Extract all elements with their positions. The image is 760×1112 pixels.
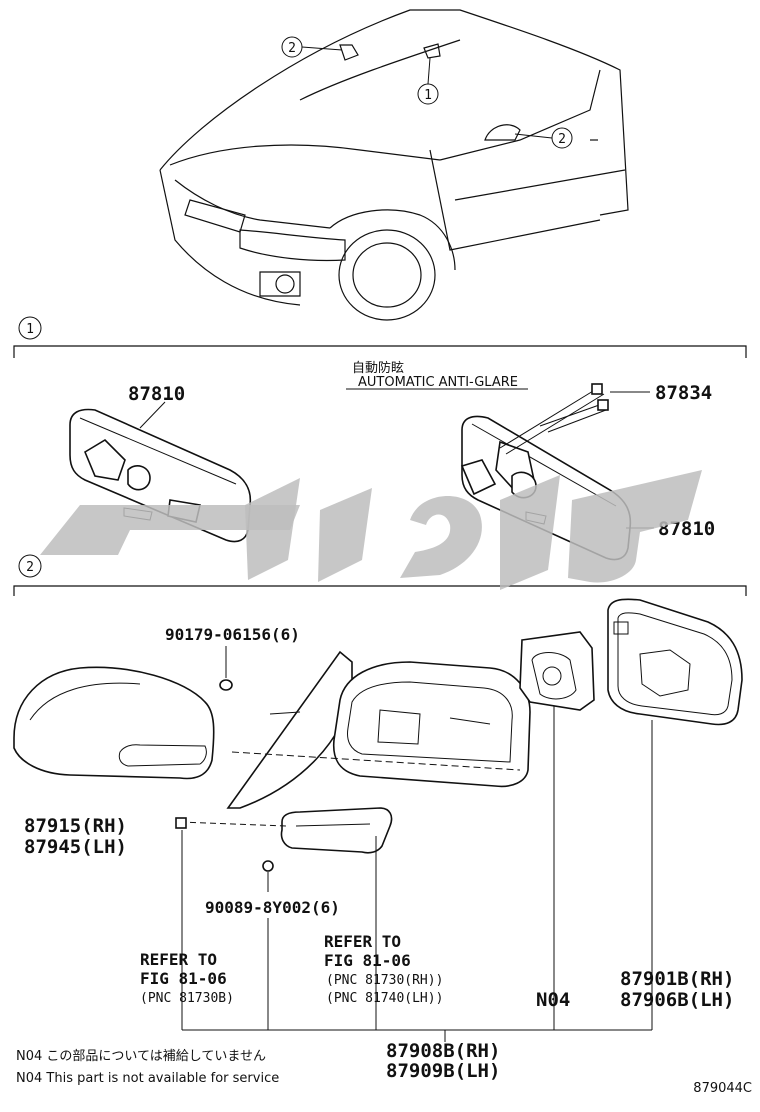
overview-callout-1: 2 bbox=[281, 36, 343, 58]
mirror-cover bbox=[13, 666, 215, 780]
mirror-glass bbox=[607, 598, 743, 726]
svg-text:1: 1 bbox=[26, 322, 34, 337]
section-2-marker: 2 bbox=[18, 554, 42, 578]
svg-text:REFER TO: REFER TO bbox=[140, 950, 217, 969]
label-motor-note: N04 bbox=[536, 989, 570, 1011]
section-1-marker: 1 bbox=[18, 316, 42, 340]
leader-lines-assembly bbox=[181, 706, 653, 1042]
label-screw: 90089-8Y002(6) bbox=[205, 898, 340, 917]
svg-text:(PNC 81730(RH)): (PNC 81730(RH)) bbox=[326, 973, 443, 988]
label-glass-lh: 87906B(LH) bbox=[620, 989, 734, 1011]
svg-text:FIG 81-06: FIG 81-06 bbox=[324, 951, 411, 970]
figure-code: 879044C bbox=[693, 1081, 752, 1096]
refer-note-left: REFER TO FIG 81-06 (PNC 81730B) bbox=[140, 950, 234, 1006]
watermark-logo bbox=[40, 470, 702, 590]
label-inner-mirror-left: 87810 bbox=[128, 383, 185, 405]
clip-part bbox=[219, 679, 233, 691]
svg-text:REFER TO: REFER TO bbox=[324, 932, 401, 951]
refer-note-right: REFER TO FIG 81-06 (PNC 81730(RH)) (PNC … bbox=[324, 932, 443, 1006]
mirror-motor bbox=[519, 631, 595, 711]
heading-jp: 自動防眩 bbox=[352, 360, 404, 376]
section-2-bracket bbox=[13, 585, 747, 596]
car-overview-illustration bbox=[159, 9, 629, 321]
svg-text:(PNC 81730B): (PNC 81730B) bbox=[140, 991, 234, 1006]
overview-callout-3: 2 bbox=[514, 127, 573, 149]
svg-text:2: 2 bbox=[26, 560, 34, 575]
label-cover-rh: 87915(RH) bbox=[24, 815, 127, 837]
label-assy-lh: 87909B(LH) bbox=[386, 1060, 500, 1082]
label-assy-rh: 87908B(RH) bbox=[386, 1040, 500, 1062]
svg-text:2: 2 bbox=[288, 41, 296, 56]
footnote-jp: N04 この部品については補給していません bbox=[16, 1049, 266, 1064]
svg-text:(PNC 81740(LH)): (PNC 81740(LH)) bbox=[326, 991, 443, 1006]
overview-callout-2: 1 bbox=[417, 57, 439, 105]
heading-en: AUTOMATIC ANTI-GLARE bbox=[358, 375, 518, 390]
label-cover-lh: 87945(LH) bbox=[24, 836, 127, 858]
turn-signal-lamp bbox=[175, 807, 393, 854]
mirror-wire-harness bbox=[499, 383, 650, 455]
svg-text:2: 2 bbox=[558, 132, 566, 147]
label-glass-rh: 87901B(RH) bbox=[620, 968, 734, 990]
svg-text:FIG 81-06: FIG 81-06 bbox=[140, 969, 227, 988]
mirror-housing bbox=[226, 650, 531, 809]
svg-text:1: 1 bbox=[424, 88, 432, 103]
label-clip: 90179-06156(6) bbox=[165, 625, 300, 644]
section-1-bracket bbox=[13, 345, 747, 358]
screw-part bbox=[262, 860, 274, 872]
label-mirror-wire: 87834 bbox=[655, 382, 712, 404]
footnote-en: N04 This part is not available for servi… bbox=[16, 1071, 279, 1086]
